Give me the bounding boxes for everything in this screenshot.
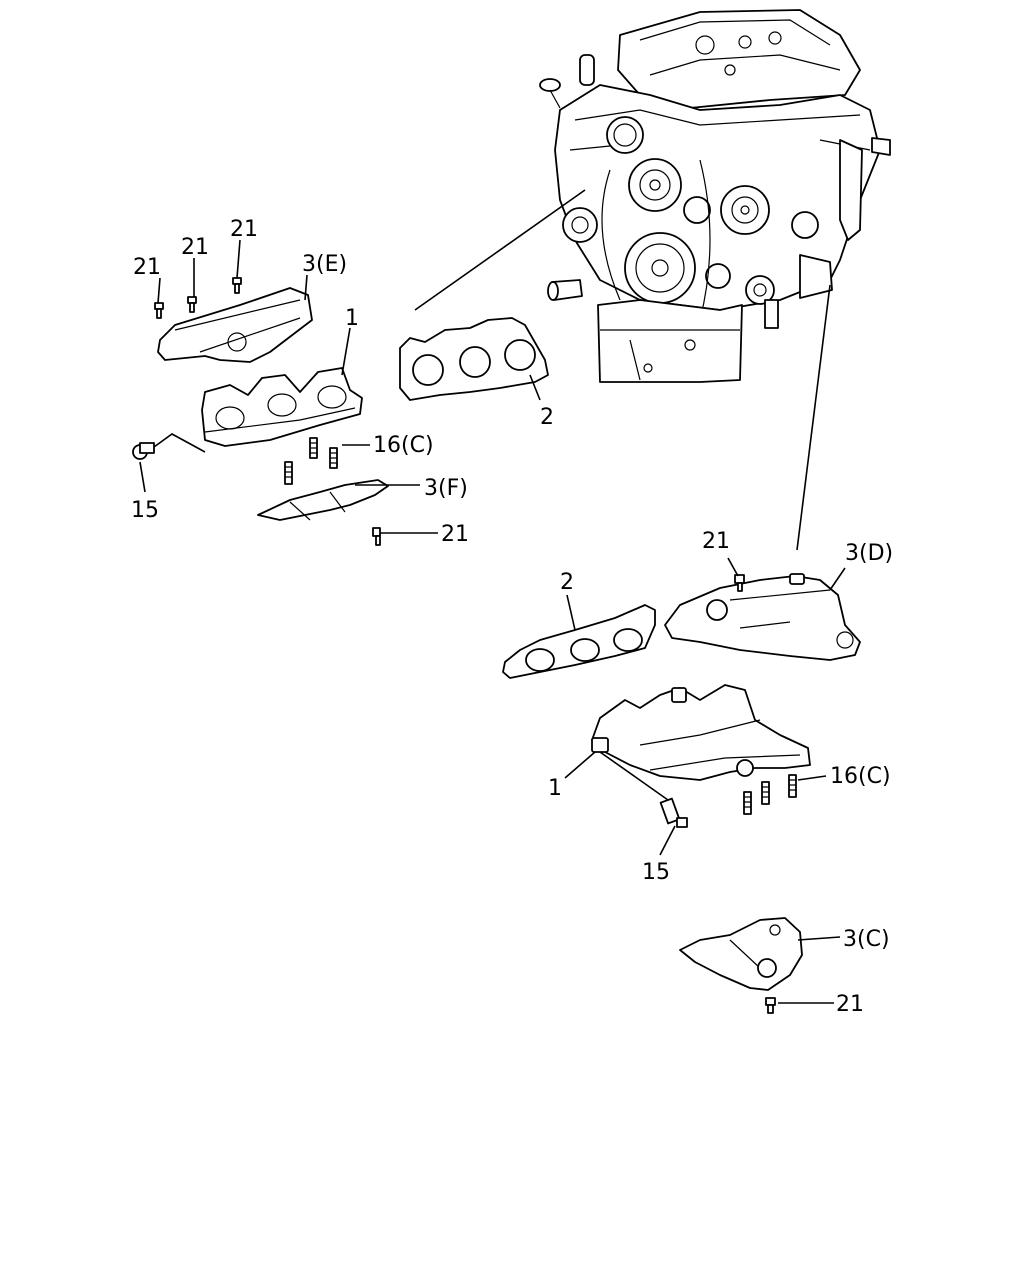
callout-21: 21 — [133, 255, 161, 280]
callout-2: 2 — [560, 570, 574, 595]
callout-3f: 3(F) — [424, 476, 468, 501]
callout-21: 21 — [836, 992, 864, 1017]
callout-21: 21 — [702, 529, 730, 554]
callout-3d: 3(D) — [845, 541, 893, 566]
callout-3c: 3(C) — [843, 927, 890, 952]
callout-21: 21 — [230, 217, 258, 242]
leader-lines — [139, 189, 846, 1004]
bolt-15-left — [132, 442, 155, 460]
screws-21-left — [154, 277, 381, 546]
callout-1: 1 — [548, 776, 562, 801]
engine-assembly — [539, 9, 891, 383]
screws-21-right — [734, 574, 776, 1014]
studs-left — [284, 437, 338, 485]
callout-3e: 3(E) — [302, 252, 347, 277]
callout-16c: 16(C) — [373, 433, 434, 458]
heat-shield-3c — [679, 917, 803, 991]
callout-1: 1 — [345, 306, 359, 331]
callout-15: 15 — [131, 498, 159, 523]
callout-2: 2 — [540, 405, 554, 430]
exhaust-manifold-right — [591, 684, 811, 781]
studs-right — [743, 774, 797, 815]
bolt-15-right — [659, 797, 688, 828]
heat-shield-3f — [257, 479, 389, 521]
callout-21: 21 — [441, 522, 469, 547]
callout-16c: 16(C) — [830, 764, 891, 789]
exhaust-manifold-left — [201, 367, 363, 447]
callout-21: 21 — [181, 235, 209, 260]
callout-15: 15 — [642, 860, 670, 885]
